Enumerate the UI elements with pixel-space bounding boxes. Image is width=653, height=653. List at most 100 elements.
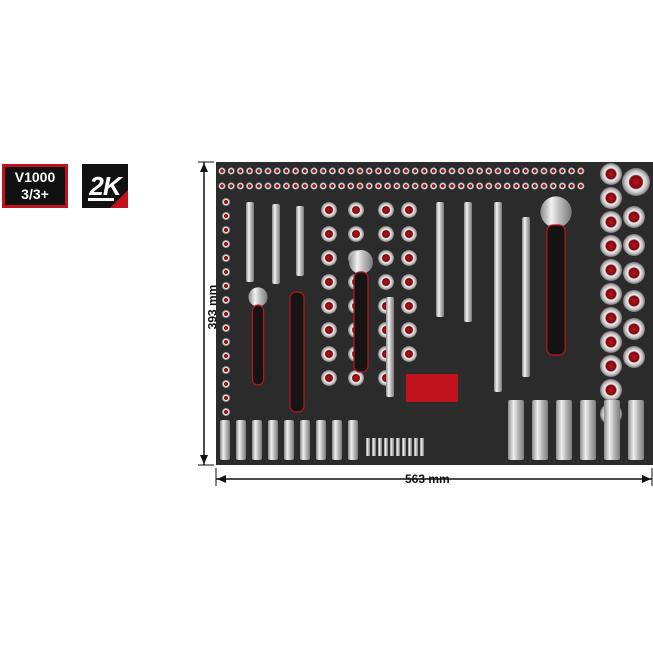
bit-socket	[384, 167, 392, 175]
socket	[600, 187, 622, 209]
socket	[321, 298, 337, 314]
bit-socket	[439, 182, 447, 190]
tool-tray	[216, 162, 653, 465]
socket	[378, 274, 394, 290]
ratchet-head	[540, 196, 572, 228]
bit-socket	[356, 167, 364, 175]
socket	[348, 226, 364, 242]
socket	[401, 226, 417, 242]
socket	[600, 163, 622, 185]
deep-socket	[348, 420, 358, 460]
deep-socket	[220, 420, 230, 460]
bit-socket	[236, 167, 244, 175]
extension-bar	[272, 204, 280, 284]
bit-socket	[374, 167, 382, 175]
bit-socket	[448, 182, 456, 190]
bit-socket	[310, 182, 318, 190]
bit-socket	[338, 182, 346, 190]
bit-socket	[494, 182, 502, 190]
deep-socket	[532, 400, 548, 460]
bit-socket	[531, 182, 539, 190]
small-socket	[222, 198, 230, 206]
large-socket	[623, 318, 645, 340]
deep-socket	[300, 420, 310, 460]
extension-bar	[436, 202, 444, 317]
bit-socket	[430, 182, 438, 190]
bit-socket	[356, 182, 364, 190]
bit-socket	[255, 182, 263, 190]
bit	[384, 438, 388, 456]
socket	[321, 322, 337, 338]
bit-socket	[402, 167, 410, 175]
bit-socket	[522, 182, 530, 190]
bit-socket	[301, 167, 309, 175]
deep-socket	[332, 420, 342, 460]
bit-socket	[328, 182, 336, 190]
deep-socket	[580, 400, 596, 460]
bit-socket	[549, 167, 557, 175]
bit-socket	[328, 167, 336, 175]
bit-socket	[227, 167, 235, 175]
small-socket	[222, 254, 230, 262]
small-socket	[222, 310, 230, 318]
bit-socket	[393, 167, 401, 175]
socket	[321, 250, 337, 266]
socket	[378, 226, 394, 242]
bit-socket	[273, 167, 281, 175]
extension-bar	[246, 202, 254, 282]
bit-socket	[512, 182, 520, 190]
small-socket	[222, 380, 230, 388]
small-socket	[222, 352, 230, 360]
small-socket	[222, 226, 230, 234]
bit-socket	[301, 182, 309, 190]
bit-socket	[503, 182, 511, 190]
bit-socket	[273, 182, 281, 190]
bit-socket	[494, 167, 502, 175]
bit	[408, 438, 412, 456]
deep-socket	[604, 400, 620, 460]
bit-socket	[540, 182, 548, 190]
socket	[600, 283, 622, 305]
deep-socket	[508, 400, 524, 460]
deep-socket	[556, 400, 572, 460]
bit-socket	[457, 167, 465, 175]
ratchet-head	[248, 287, 268, 307]
model-line-1: V1000	[14, 169, 56, 185]
large-socket	[622, 168, 650, 196]
bit-socket	[411, 182, 419, 190]
socket	[401, 298, 417, 314]
socket	[401, 346, 417, 362]
bit-socket	[292, 182, 300, 190]
socket	[600, 355, 622, 377]
bit-socket	[227, 182, 235, 190]
bit-socket	[255, 167, 263, 175]
bit	[372, 438, 376, 456]
deep-socket-row	[220, 400, 644, 460]
bit-socket	[420, 167, 428, 175]
bit-socket	[531, 167, 539, 175]
bit-socket	[540, 167, 548, 175]
bit-socket	[466, 182, 474, 190]
small-socket-row	[218, 167, 585, 190]
small-socket	[222, 394, 230, 402]
socket-group	[222, 163, 650, 425]
socket	[321, 226, 337, 242]
deep-socket	[316, 420, 326, 460]
socket	[348, 370, 364, 386]
bit-socket	[393, 182, 401, 190]
small-socket	[222, 240, 230, 248]
large-socket	[623, 234, 645, 256]
socket	[378, 202, 394, 218]
bit-socket	[522, 167, 530, 175]
deep-socket	[628, 400, 644, 460]
socket	[600, 259, 622, 281]
extension-bar	[464, 202, 472, 322]
socket	[378, 250, 394, 266]
bit-socket	[577, 167, 585, 175]
bit-socket	[319, 182, 327, 190]
socket	[401, 322, 417, 338]
small-socket	[222, 366, 230, 374]
bit-socket	[264, 167, 272, 175]
bit-socket	[218, 182, 226, 190]
bit-socket	[347, 167, 355, 175]
